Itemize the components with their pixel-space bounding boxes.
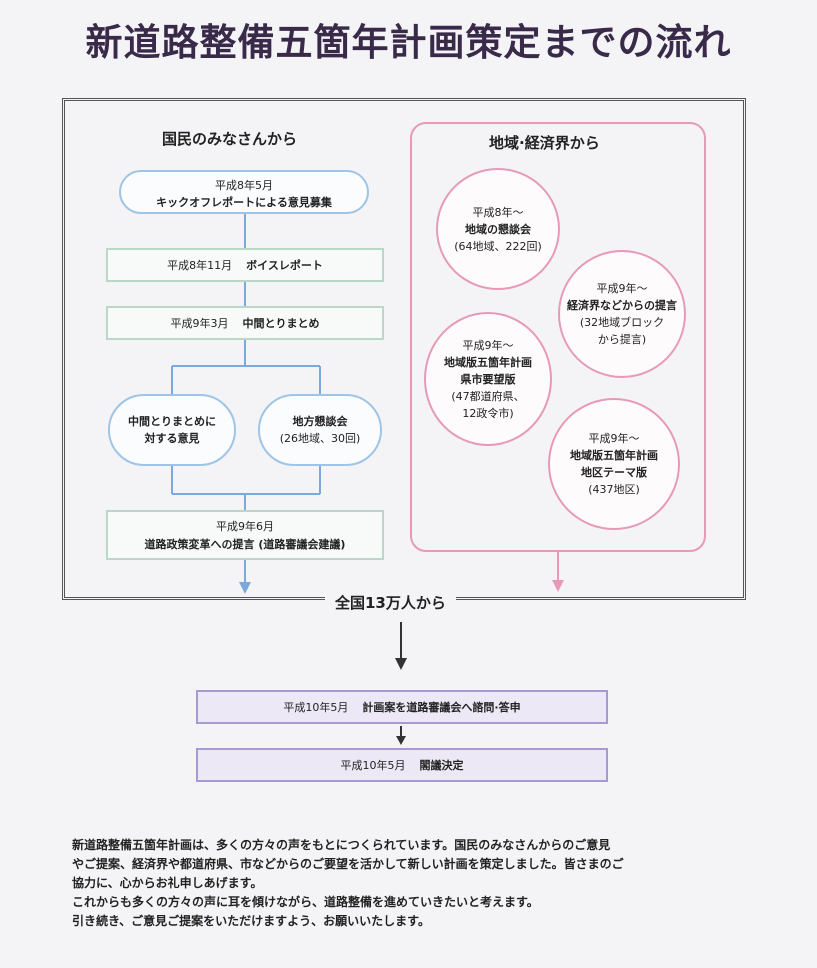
voice-date: 平成8年11月 [167, 259, 233, 272]
c1-line3: (64地域、222回) [454, 239, 542, 253]
c3-line4: (47都道府県、 [451, 389, 525, 403]
c4-line1: 平成9年～ [588, 432, 640, 445]
message-line: これからも多くの方々の声に耳を傾けながら、道路整備を進めていきたいと考えます。 [72, 895, 539, 909]
step2-date: 平成10年5月 [340, 759, 406, 772]
voice-text: ボイスレポート [246, 259, 323, 272]
c3-line1: 平成9年～ [462, 338, 514, 352]
opinion-line2: 対する意見 [144, 432, 200, 445]
regional-meeting-circle: 地方懇談会 (26地域、30回) [258, 394, 382, 466]
nationwide-total: 全国13万人から [325, 592, 456, 613]
interim-text: 中間とりまとめ [242, 317, 320, 330]
proposal-date: 平成9年6月 [216, 520, 274, 533]
c1-line1: 平成8年～ [472, 205, 524, 219]
message-line: 協力に、心からお礼申しあげます。 [72, 876, 263, 890]
council-consultation-box: 平成10年5月 計画案を道路審議会へ諮問·答申 [196, 690, 608, 724]
c3-line5: 12政令市) [462, 406, 514, 420]
c4-line4: (437地区) [588, 483, 640, 496]
c4-line3: 地区テーマ版 [581, 466, 647, 479]
cabinet-decision-box: 平成10年5月 閣議決定 [196, 748, 608, 782]
c2-line2: 経済界などからの提言 [567, 299, 677, 312]
step1-date: 平成10年5月 [283, 701, 349, 714]
interim-opinion-circle: 中間とりまとめに 対する意見 [108, 394, 236, 466]
regional-council-circle: 平成8年～ 地域の懇談会 (64地域、222回) [436, 168, 560, 290]
step1-text: 計画案を道路審議会へ諮問·答申 [362, 701, 521, 714]
right-heading: 地域·経済界から [489, 134, 600, 152]
kickoff-report: 平成8年5月 キックオフレポートによる意見募集 [119, 170, 369, 214]
kickoff-text: キックオフレポートによる意見募集 [156, 196, 332, 209]
c3-line2: 地域版五箇年計画 [444, 355, 532, 369]
district-theme-circle: 平成9年～ 地域版五箇年計画 地区テーマ版 (437地区) [548, 398, 680, 530]
interim-summary-box: 平成9年3月 中間とりまとめ [106, 306, 384, 340]
c4-line2: 地域版五箇年計画 [570, 449, 658, 462]
message-line: やご提案、経済界や都道府県、市などからのご要望を活かして新しい計画を策定しました… [72, 857, 624, 871]
prefecture-plan-circle: 平成9年～ 地域版五箇年計画 県市要望版 (47都道府県、 12政令市) [424, 312, 552, 446]
c3-line3: 県市要望版 [460, 372, 516, 386]
c2-line1: 平成9年～ [596, 282, 648, 295]
c1-line2: 地域の懇談会 [465, 222, 531, 236]
closing-message: 新道路整備五箇年計画は、多くの方々の声をもとにつくられています。国民のみなさんか… [72, 836, 762, 931]
proposal-text: 道路政策変革への提言 (道路審議会建議) [144, 538, 346, 551]
message-line: 引き続き、ご意見ご提案をいただけますよう、お願いいたします。 [72, 914, 430, 928]
regional-line2: (26地域、30回) [279, 432, 361, 445]
business-proposal-circle: 平成9年～ 経済界などからの提言 (32地域ブロック から提言) [558, 250, 686, 378]
kickoff-date: 平成8年5月 [215, 179, 273, 192]
regional-business-panel [410, 122, 706, 552]
policy-proposal-box: 平成9年6月 道路政策変革への提言 (道路審議会建議) [106, 510, 384, 560]
message-line: 新道路整備五箇年計画は、多くの方々の声をもとにつくられています。国民のみなさんか… [72, 838, 611, 852]
c2-line3: (32地域ブロック [579, 316, 665, 329]
step2-text: 閣議決定 [419, 759, 464, 772]
c2-line4: から提言) [597, 333, 647, 346]
page-title: 新道路整備五箇年計画策定までの流れ [85, 21, 732, 64]
voice-report-box: 平成8年11月 ボイスレポート [106, 248, 384, 282]
opinion-line1: 中間とりまとめに [128, 415, 216, 428]
interim-date: 平成9年3月 [170, 317, 229, 330]
left-heading: 国民のみなさんから [162, 130, 298, 148]
regional-line1: 地方懇談会 [292, 415, 348, 428]
